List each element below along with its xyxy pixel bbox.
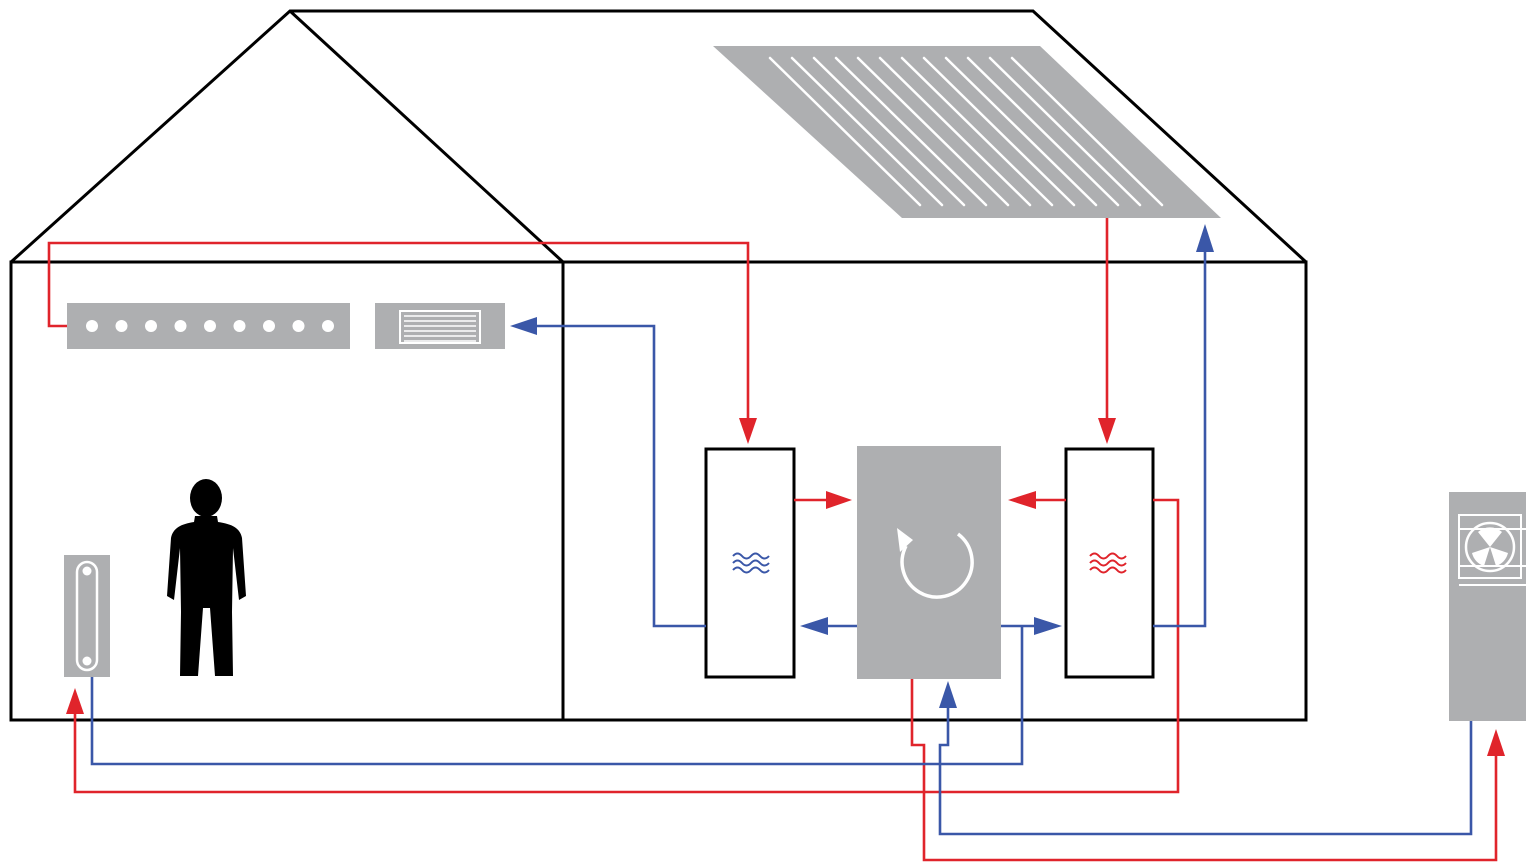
pipe-hot-to-radiator <box>73 498 1180 794</box>
radiator-icon <box>64 555 110 677</box>
person-icon <box>167 479 246 676</box>
pipe-pump-to-outdoor <box>910 679 1498 862</box>
flow-arrows <box>66 224 1505 756</box>
pipe-emitter-to-exchanger <box>47 241 750 420</box>
ceiling-vent-icon <box>375 303 505 349</box>
cold-return-pipes <box>90 250 1473 836</box>
heat-exchanger-cold-icon <box>704 447 796 679</box>
pipe-radiator-return <box>90 626 1024 766</box>
house-outline <box>9 9 1308 722</box>
heat-pump-cycle-icon <box>857 446 1001 679</box>
outdoor-fan-unit-icon <box>1449 492 1526 721</box>
heat-exchanger-hot-icon <box>1064 447 1155 679</box>
solar-thermal-collector-icon <box>713 46 1221 218</box>
ceiling-heat-emitter-icon <box>67 303 350 349</box>
pipe-exchanger-to-solar <box>1153 250 1207 628</box>
pipe-outdoor-to-pump <box>938 706 1473 836</box>
hot-supply-pipes <box>47 218 1498 862</box>
pipe-exchanger-to-vent <box>535 324 706 628</box>
